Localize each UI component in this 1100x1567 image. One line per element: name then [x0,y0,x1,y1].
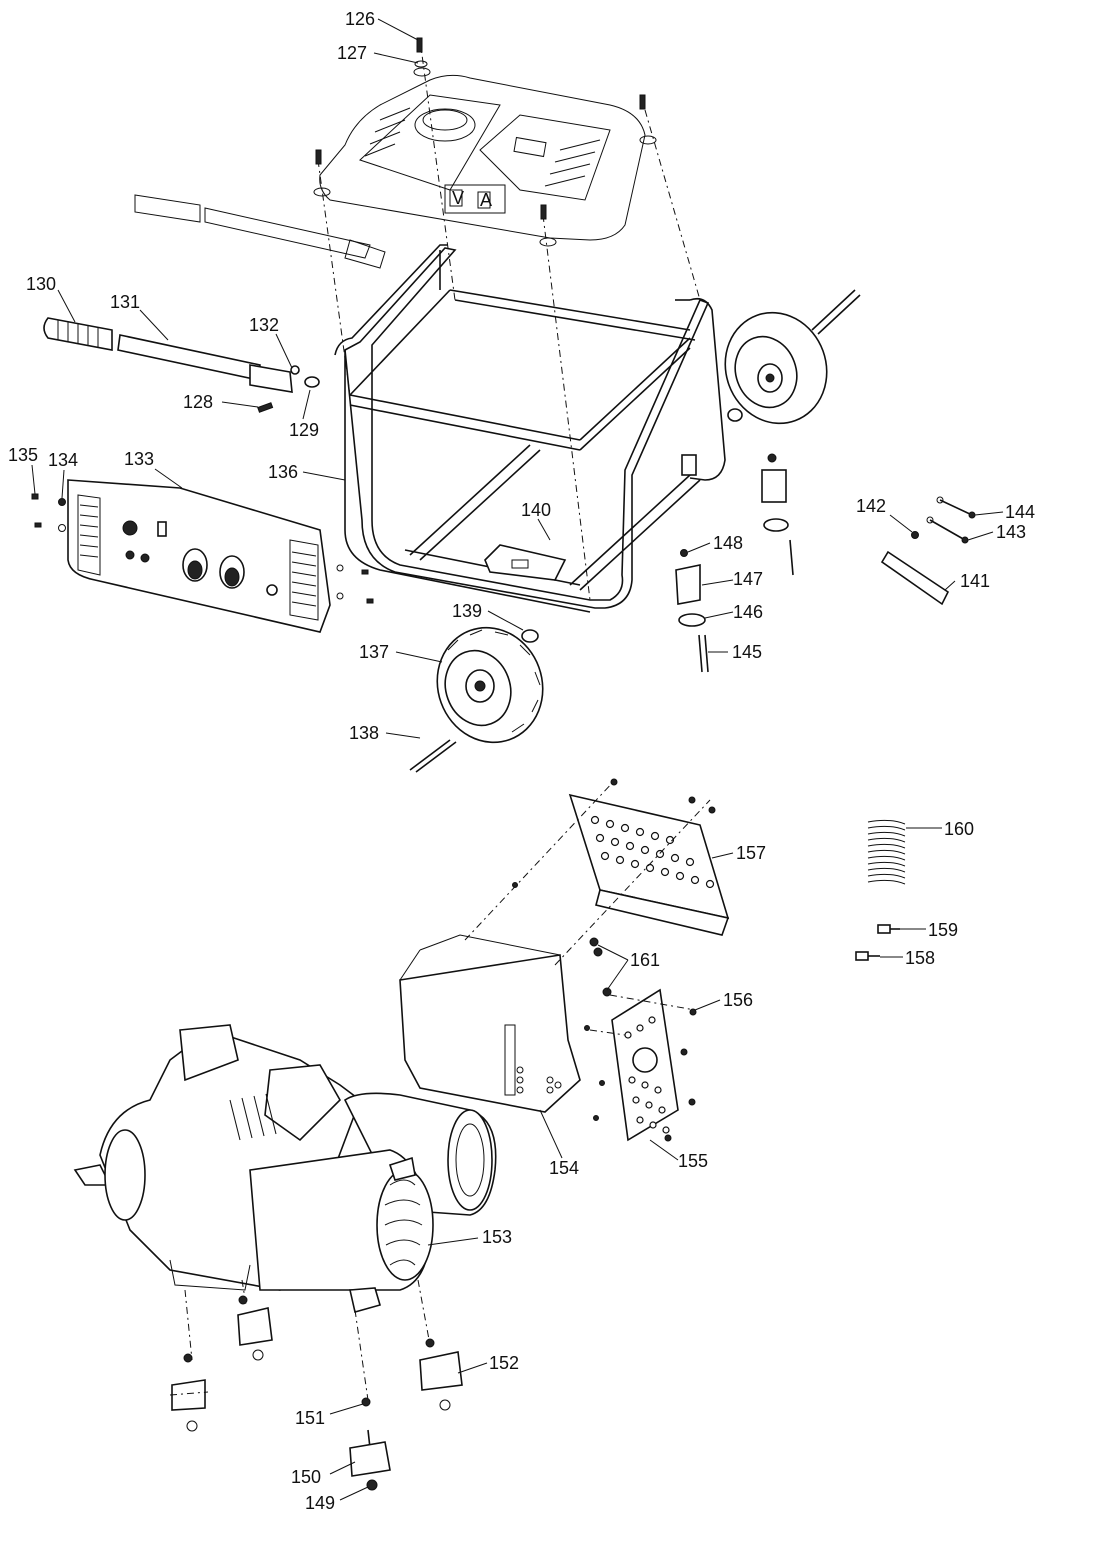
label-149: 149 [305,1493,335,1513]
label-131: 131 [110,292,140,312]
label-145: 145 [732,642,762,662]
label-157: 157 [736,843,766,863]
rubber-foot [675,453,794,673]
label-154: 154 [549,1158,579,1178]
engine-mounts [169,1295,463,1491]
label-135: 135 [8,445,38,465]
label-139: 139 [452,601,482,621]
label-159: 159 [928,920,958,940]
handle-ghost [134,194,386,269]
battery-strap-parts [880,496,976,606]
wheel-rear [681,289,861,476]
label-137: 137 [359,642,389,662]
label-136: 136 [268,462,298,482]
label-151: 151 [295,1408,325,1428]
screws-tank [315,37,646,220]
fuel-tank: V A [313,67,657,247]
label-142: 142 [856,496,886,516]
label-153: 153 [482,1227,512,1247]
label-158: 158 [905,948,935,968]
enclosure-screws [512,778,716,1142]
handle [43,317,320,413]
wheel-front [409,626,544,773]
part-number-labels: 126 127 128 129 130 131 132 133 134 135 … [8,9,1035,1513]
label-140: 140 [521,500,551,520]
label-127: 127 [337,43,367,63]
vent-holes-upper [590,815,715,889]
label-138: 138 [349,723,379,743]
label-126: 126 [345,9,375,29]
label-132: 132 [249,315,279,335]
engine-alternator [73,1024,497,1401]
label-141: 141 [960,571,990,591]
label-146: 146 [733,602,763,622]
label-144: 144 [1005,502,1035,522]
control-panel [67,479,331,633]
label-133: 133 [124,449,154,469]
vent-holes-end [624,1016,670,1134]
label-148: 148 [713,533,743,553]
leader-lines [31,18,1004,1501]
label-128: 128 [183,392,213,412]
label-155: 155 [678,1151,708,1171]
label-130: 130 [26,274,56,294]
label-143: 143 [996,522,1026,542]
label-134: 134 [48,450,78,470]
terminals [855,819,906,961]
voltmeter-label: V [452,188,464,208]
label-156: 156 [723,990,753,1010]
label-150: 150 [291,1467,321,1487]
label-160: 160 [944,819,974,839]
ammeter-label: A [480,190,492,210]
frame [317,39,726,613]
label-129: 129 [289,420,319,440]
alternator-cover [399,778,730,1142]
label-161: 161 [630,950,660,970]
label-152: 152 [489,1353,519,1373]
panel-screws [31,493,374,604]
label-147: 147 [733,569,763,589]
